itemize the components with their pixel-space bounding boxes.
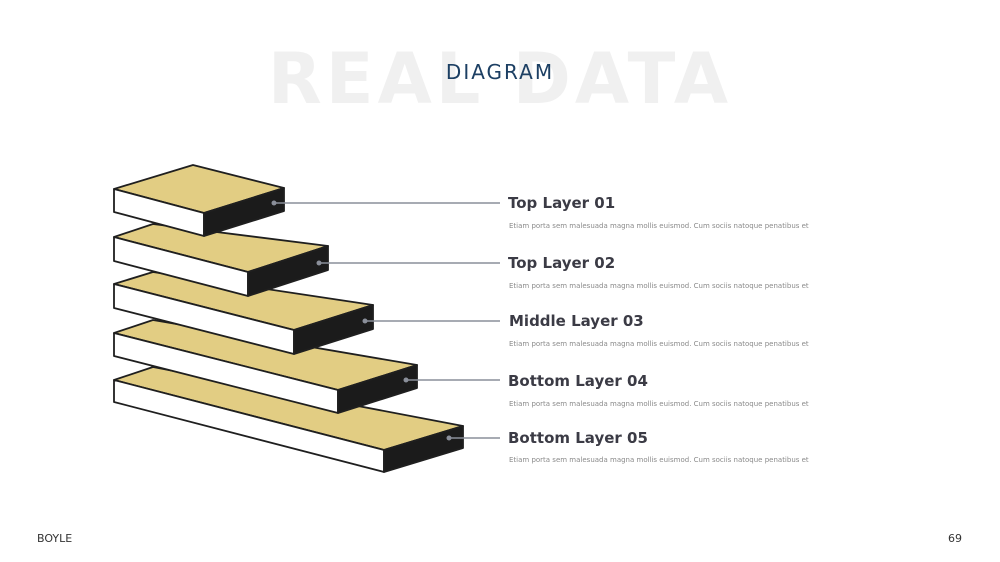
- layer-5-label: Bottom Layer 05: [508, 429, 648, 447]
- layer-5-slab: [113, 366, 464, 473]
- layer-5-description: Etiam porta sem malesuada magna mollis e…: [509, 456, 809, 464]
- layer-4-description: Etiam porta sem malesuada magna mollis e…: [509, 400, 809, 408]
- leader-5: [446, 435, 500, 441]
- layer-2-label: Top Layer 02: [508, 254, 616, 272]
- layer-3-slab: [113, 271, 374, 355]
- layer-1-side-face: [203, 187, 285, 237]
- layer-1-label: Top Layer 01: [508, 194, 616, 212]
- leader-4-dot: [403, 377, 409, 383]
- slide-title: DIAGRAM: [445, 60, 555, 84]
- layer-3-label: Middle Layer 03: [509, 312, 644, 330]
- leader-4: [403, 377, 500, 383]
- layer-3-side-face: [293, 304, 374, 355]
- layer-3-description: Etiam porta sem malesuada magna mollis e…: [509, 340, 809, 348]
- layer-1-description: Etiam porta sem malesuada magna mollis e…: [509, 222, 809, 230]
- leader-2: [316, 260, 500, 266]
- page-number: 69: [948, 532, 962, 545]
- layer-4-slab: [113, 319, 418, 414]
- leader-3: [362, 318, 500, 324]
- watermark-text: REAL DATA: [267, 38, 733, 120]
- layer-2-side-face: [247, 245, 329, 297]
- leader-2-dot: [316, 260, 322, 266]
- leader-1: [271, 200, 500, 206]
- leader-3-dot: [362, 318, 368, 324]
- layer-2-description: Etiam porta sem malesuada magna mollis e…: [509, 282, 809, 290]
- brand-name: BOYLE: [37, 532, 73, 545]
- layer-2-slab: [113, 223, 329, 297]
- leader-5-dot: [446, 435, 452, 441]
- layer-4-side-face: [337, 364, 418, 414]
- layer-5-side-face: [383, 425, 464, 473]
- layer-4-label: Bottom Layer 04: [508, 372, 648, 390]
- leader-1-dot: [271, 200, 277, 206]
- layer-1-slab: [113, 164, 285, 237]
